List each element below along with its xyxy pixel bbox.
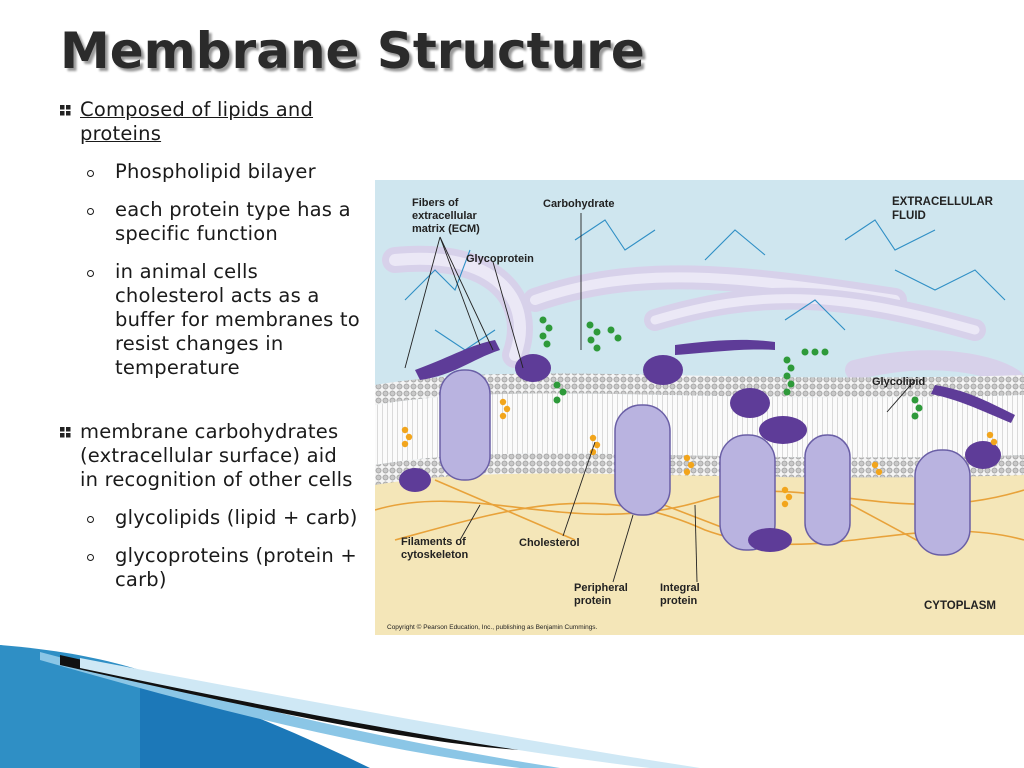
square-bullet-icon bbox=[60, 427, 71, 438]
circle-bullet-icon bbox=[87, 170, 94, 177]
bullet-1-text: Composed of lipids and proteins bbox=[80, 98, 314, 145]
glycans bbox=[539, 316, 923, 420]
ecm-filaments bbox=[404, 219, 1006, 351]
slide-title: Membrane Structure bbox=[60, 22, 645, 80]
leader-lines bbox=[404, 213, 916, 583]
sub-bullet-text: glycolipids (lipid + carb) bbox=[115, 506, 358, 529]
sub-bullet-text: each protein type has a specific functio… bbox=[115, 198, 351, 245]
sub-bullet-text: glycoproteins (protein + carb) bbox=[115, 544, 357, 591]
slide-content: Composed of lipids and proteins Phosphol… bbox=[60, 98, 360, 592]
label-glycolipid: Glycolipid bbox=[872, 376, 925, 388]
label-glycoprotein: Glycoprotein bbox=[466, 253, 534, 265]
sub-bullet-text: in animal cells cholesterol acts as a bu… bbox=[115, 260, 360, 379]
sub-bullet: in animal cells cholesterol acts as a bu… bbox=[60, 260, 360, 380]
label-carbohydrate: Carbohydrate bbox=[543, 198, 615, 210]
circle-bullet-icon bbox=[87, 270, 94, 277]
square-bullet-icon bbox=[60, 105, 71, 116]
sub-bullet: Phospholipid bilayer bbox=[60, 160, 360, 184]
sub-bullet: glycolipids (lipid + carb) bbox=[60, 506, 360, 530]
integral-proteins bbox=[439, 369, 971, 556]
sub-bullet-text: Phospholipid bilayer bbox=[115, 160, 316, 183]
label-cytoplasm: CYTOPLASM bbox=[924, 600, 996, 612]
tails bbox=[375, 393, 1024, 465]
bullet-2: membrane carbohydrates (extracellular su… bbox=[60, 420, 360, 492]
inner-heads bbox=[375, 453, 1024, 485]
circle-bullet-icon bbox=[87, 208, 94, 215]
bullet-1: Composed of lipids and proteins bbox=[60, 98, 360, 146]
sub-bullet: each protein type has a specific functio… bbox=[60, 198, 360, 246]
circle-bullet-icon bbox=[87, 516, 94, 523]
cholesterol bbox=[401, 398, 998, 508]
bullet-2-text: membrane carbohydrates (extracellular su… bbox=[80, 420, 353, 491]
peripheral-proteins bbox=[399, 339, 1015, 552]
ecm-fibers bbox=[382, 245, 1024, 390]
circle-bullet-icon bbox=[87, 554, 94, 561]
cytoplasm-region bbox=[375, 466, 1024, 635]
slide-corner-decoration bbox=[0, 645, 700, 768]
label-cholesterol: Cholesterol bbox=[519, 537, 580, 549]
label-copyright: Copyright © Pearson Education, Inc., pub… bbox=[387, 623, 598, 631]
sub-bullet: glycoproteins (protein + carb) bbox=[60, 544, 360, 592]
